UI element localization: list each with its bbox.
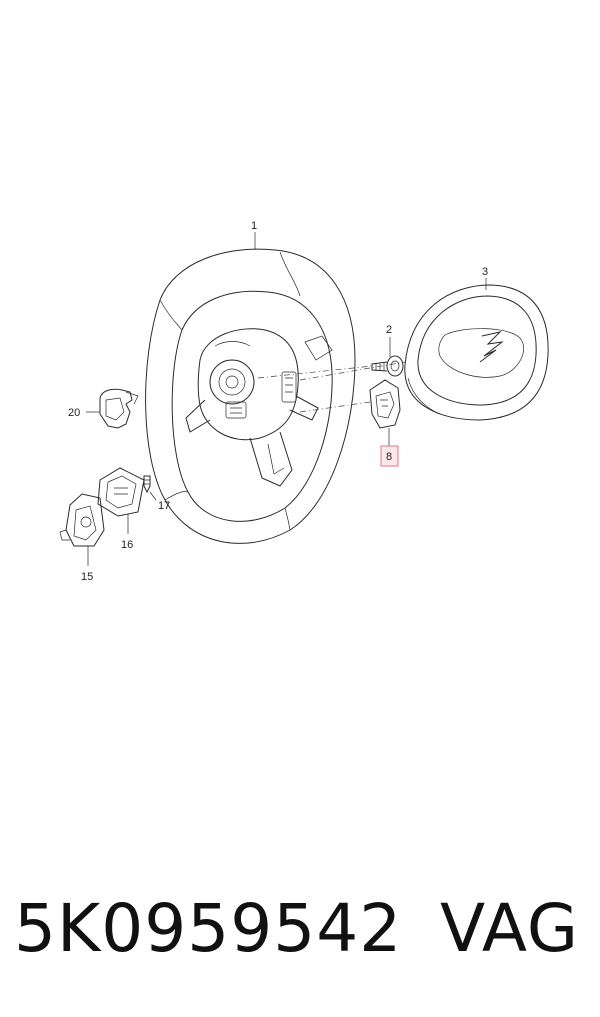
- callout-15: 15: [81, 571, 93, 583]
- part-15-switch: [59, 493, 105, 547]
- callout-3: 3: [482, 266, 488, 278]
- steering-wheel: [145, 248, 356, 544]
- callout-1: 1: [251, 220, 257, 232]
- footer: 5K0959542 VAG: [0, 890, 600, 980]
- brand-logo-icon: [479, 331, 504, 363]
- assembly-lines: [86, 232, 487, 566]
- brand-name: VAG: [440, 890, 580, 967]
- part-17-screw: [143, 475, 151, 494]
- callout-2: 2: [386, 324, 392, 336]
- callout-20: 20: [68, 407, 80, 419]
- callouts: 1 2 3 8 20 17 16 15: [68, 220, 488, 583]
- part-number: 5K0959542: [14, 890, 403, 967]
- airbag-bolt: [371, 355, 404, 377]
- callout-8: 8: [386, 451, 392, 463]
- part-16-plate: [97, 467, 145, 517]
- part-8-switch: [369, 379, 401, 429]
- callout-17: 17: [158, 500, 170, 512]
- callout-16: 16: [121, 539, 133, 551]
- part-20-clip: [99, 388, 139, 429]
- airbag-module: [404, 284, 549, 421]
- highlight-box-8: [380, 445, 399, 467]
